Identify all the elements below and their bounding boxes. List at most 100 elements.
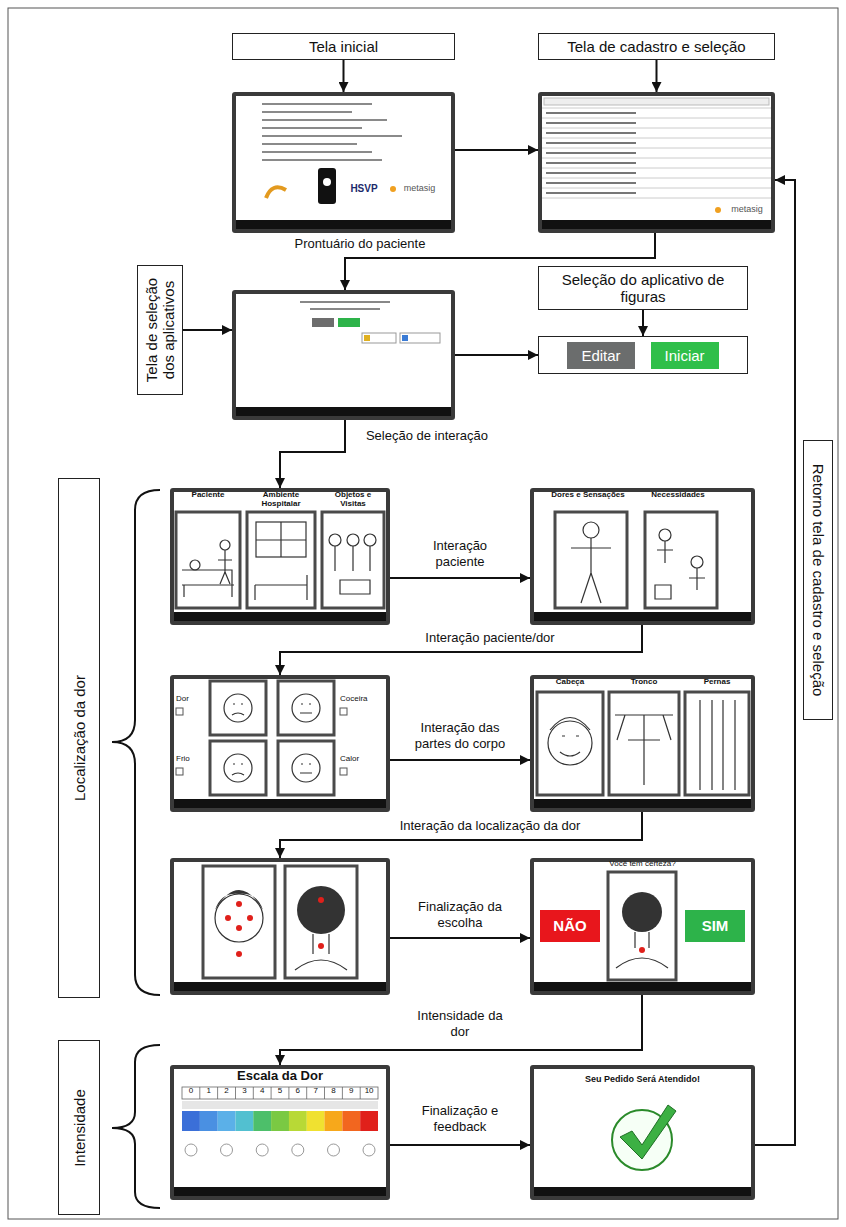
- nav-bar: [174, 799, 386, 808]
- vertical-label-box: Intensidade: [58, 1040, 100, 1215]
- mini-button: [338, 318, 360, 327]
- box-label: Tela de seleção dos aplicativos: [143, 272, 177, 388]
- vertical-label-box: Retorno tela de cadastro e seleção: [803, 440, 833, 720]
- screen-background: [232, 290, 455, 420]
- screen-background: [170, 488, 390, 625]
- connector-arrow: [343, 60, 345, 92]
- connector-arrow: [455, 149, 538, 151]
- screenshot: CabeçaTroncoPernas: [530, 675, 755, 812]
- picture-frame: [537, 692, 603, 795]
- pain-point: [225, 915, 231, 921]
- edge-label: Interação paciente: [410, 538, 510, 570]
- screenshot: [232, 290, 455, 420]
- mini-icon: [402, 335, 408, 341]
- screen-text: metasig: [397, 184, 442, 194]
- nav-bar: [534, 1187, 751, 1196]
- scale-cell: [200, 1111, 218, 1131]
- screen-text: 4: [253, 1087, 271, 1096]
- screen-text: Pernas: [685, 678, 749, 687]
- screen-text: metasig: [723, 205, 771, 215]
- box-label: Retorno tela de cadastro e seleção: [810, 447, 827, 713]
- screen-text: Coceira: [340, 695, 386, 704]
- outer-frame: [8, 8, 838, 1219]
- hair-sketch: [215, 890, 263, 910]
- edge-label: Interação das partes do corpo: [405, 720, 515, 752]
- nav-bar: [174, 1187, 386, 1196]
- scale-cell: [325, 1111, 343, 1131]
- curly-bracket: [112, 1045, 160, 1208]
- pain-point: [236, 925, 242, 931]
- patient-sketch: [182, 550, 234, 597]
- list-row-text: [546, 113, 636, 193]
- box-label: Localização da dor: [71, 485, 88, 991]
- screen-text: Dores e Sensações: [550, 491, 626, 500]
- pain-point: [639, 947, 645, 953]
- screenshot: PacienteAmbiente HospitalarObjetos e Vis…: [170, 488, 390, 625]
- vertical-label-box: Tela de seleção dos aplicativos: [137, 265, 183, 395]
- screen-text: Cabeça: [537, 678, 603, 687]
- scale-cell: [218, 1111, 236, 1131]
- picture-frame: [210, 681, 266, 735]
- scale-face: [256, 1144, 268, 1156]
- neck-sketch: [295, 934, 347, 970]
- screen-background: [530, 1065, 755, 1200]
- checkbox: [340, 708, 347, 715]
- screen-text: SIM: [685, 910, 745, 942]
- search-bar: [544, 98, 769, 105]
- pain-point: [318, 897, 324, 903]
- pain-point: [247, 915, 253, 921]
- screen-text: 1: [200, 1087, 218, 1096]
- screenshot: HSVPmetasig: [232, 92, 455, 233]
- nav-bar: [236, 407, 451, 416]
- screen-text: Ambiente Hospitalar: [247, 491, 315, 509]
- face-sketch: [292, 754, 320, 782]
- title-box: Tela inicial: [232, 33, 455, 60]
- nav-bar: [174, 982, 386, 991]
- checkbox: [176, 768, 183, 775]
- scale-grid: [200, 1087, 360, 1099]
- header-lines: [300, 302, 390, 309]
- connector-arrow: [755, 180, 795, 1145]
- picture-frame: [247, 512, 315, 608]
- face-sketch: [292, 694, 320, 722]
- pain-point: [236, 951, 242, 957]
- screen-text: 7: [307, 1087, 325, 1096]
- checkbox: [176, 708, 183, 715]
- button-label: Editar: [567, 342, 634, 369]
- head-sketch: [550, 718, 590, 757]
- screen-background: [232, 92, 455, 233]
- picture-frame: [278, 681, 334, 735]
- list-rows: [542, 108, 771, 198]
- screenshot: Dores e SensaçõesNecessidades: [530, 488, 755, 625]
- phone-logo-dot: [323, 178, 331, 186]
- picture-frame: [685, 692, 749, 795]
- scale-face: [292, 1144, 304, 1156]
- people-sketch: [335, 546, 370, 594]
- screenshot: [170, 858, 390, 995]
- face-sketch: [224, 754, 252, 782]
- picture-frame: [203, 866, 275, 978]
- picture-frame: [278, 741, 334, 795]
- edge-label: Prontuário do paciente: [285, 236, 435, 252]
- mini-icon: [364, 335, 370, 341]
- picture-frame: [555, 512, 627, 608]
- head-back-sketch: [297, 886, 345, 934]
- nav-bar: [534, 982, 751, 991]
- box-label: Seleção do aplicativo de figuras: [547, 271, 739, 305]
- face-sketch: [224, 694, 252, 722]
- button-label: Iniciar: [651, 342, 719, 369]
- checkbox: [340, 768, 347, 775]
- edge-label: Interação da localização da dor: [370, 818, 610, 834]
- picture-frame: [285, 866, 357, 978]
- picture-frame: [645, 512, 717, 608]
- screen-background: [530, 488, 755, 625]
- head-sketch: [548, 721, 592, 765]
- scale-cell: [182, 1111, 200, 1131]
- screen-text: 6: [289, 1087, 307, 1096]
- screenshot: Escala da Dor012345678910: [170, 1065, 390, 1200]
- people-sketch: [347, 534, 359, 546]
- scale-face: [221, 1144, 233, 1156]
- scale-cell: [307, 1111, 325, 1131]
- torso-sketch: [615, 715, 673, 785]
